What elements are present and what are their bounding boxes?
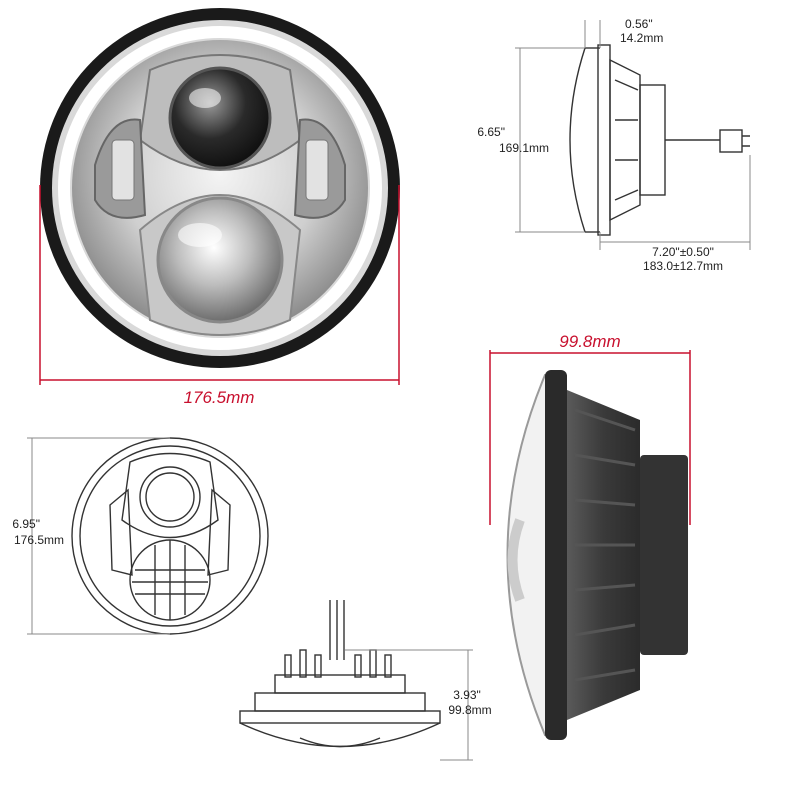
- front-line-upper-lens: [139, 466, 201, 528]
- front-line-inner: [79, 445, 261, 627]
- front-width-dimension: 176.5mm: [39, 185, 400, 407]
- halo-ring: [58, 26, 382, 350]
- bottom-lens-curve: [239, 722, 441, 748]
- upper-projector-lens: [168, 66, 272, 170]
- side-line-view: [569, 44, 750, 236]
- lower-lens-glare: [178, 223, 222, 247]
- side-fin-1: [614, 79, 639, 91]
- front-line-left-drl: [109, 488, 133, 576]
- side-rear-cap: [639, 84, 666, 196]
- side-lens-curve: [569, 47, 586, 233]
- bottom-height-mm: 99.8mm: [448, 703, 491, 717]
- side-connector: [719, 129, 743, 153]
- side-height-mm: 169.1mm: [499, 141, 549, 155]
- side-bezel: [597, 44, 611, 236]
- side-height-in: 6.65": [477, 125, 505, 139]
- side-photo-housing: [567, 390, 640, 720]
- front-line-right-drl: [207, 488, 231, 576]
- front-photo-view: [40, 8, 400, 368]
- side-fin-4: [614, 189, 639, 201]
- bottom-line-dimension: [345, 649, 473, 761]
- side-photo-depth-dimension: 99.8mm: [489, 332, 691, 525]
- side-photo-view: [506, 370, 688, 740]
- side-housing: [609, 58, 641, 222]
- bottom-bezel: [239, 710, 441, 724]
- side-photo-lens: [506, 374, 556, 736]
- front-line-view: [71, 437, 269, 635]
- side-length-in: 7.20"±0.50": [652, 245, 714, 259]
- upper-lens-glare: [189, 88, 221, 108]
- bottom-height-in: 3.93": [453, 688, 481, 702]
- side-photo-fins: [574, 408, 636, 682]
- right-drl-segment: [305, 139, 329, 201]
- front-line-upper-lens-inner: [145, 472, 195, 522]
- bottom-line-view: [239, 600, 441, 748]
- side-depth-mm: 14.2mm: [620, 31, 663, 45]
- side-connector-pins: [742, 135, 750, 147]
- side-photo-bezel: [545, 370, 567, 740]
- front-line-upper-housing: [121, 452, 219, 539]
- front-line-lower-grid: [132, 540, 208, 620]
- side-photo-lens-reflection: [507, 518, 525, 602]
- bottom-heatsink-fins: [284, 649, 392, 678]
- front-width-label: 176.5mm: [184, 388, 255, 407]
- side-length-mm: 183.0±12.7mm: [643, 259, 723, 273]
- left-drl-segment: [111, 139, 135, 201]
- side-line-dimensions: [515, 20, 751, 250]
- front-line-dimension: [27, 437, 170, 635]
- bottom-rear-cap: [274, 674, 406, 694]
- front-line-height-mm: 176.5mm: [14, 533, 64, 547]
- side-photo-rear-cap: [640, 455, 688, 655]
- lower-projector-lens: [156, 196, 284, 324]
- bottom-housing: [254, 692, 426, 712]
- front-line-height-in: 6.95": [12, 517, 40, 531]
- bottom-lens-inner: [299, 737, 381, 748]
- side-photo-depth-label: 99.8mm: [559, 332, 620, 351]
- side-depth-in: 0.56": [625, 17, 653, 31]
